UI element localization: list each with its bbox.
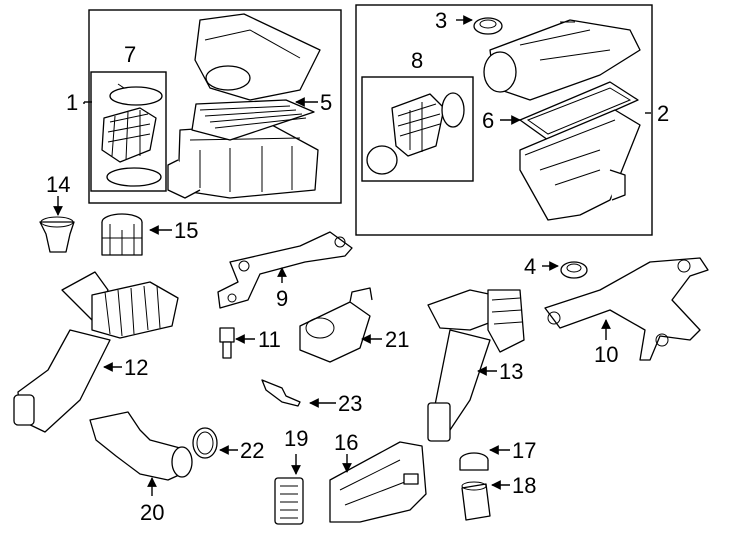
- resonator-21: [299, 287, 373, 363]
- group-box-8: [361, 76, 474, 182]
- air-cleaner-cover-upper: [483, 19, 641, 101]
- air-filter-element-5: [191, 99, 315, 141]
- callout-17: 17: [512, 438, 536, 463]
- callout-11: 11: [258, 327, 281, 352]
- leader-lines: [53, 15, 651, 496]
- callout-20: 20: [140, 500, 164, 525]
- callout-labels: 1 2 3 4 5 6 7 8 9 10 11 12 13 14 15 16 1…: [46, 8, 669, 525]
- callout-2: 2: [657, 101, 669, 126]
- grommet-4: [560, 261, 588, 279]
- seal-clamp-kit-7: [101, 83, 163, 187]
- sensor-23: [261, 379, 301, 407]
- callout-14: 14: [46, 172, 70, 197]
- clip-19: [274, 477, 304, 525]
- intake-duct-12: [13, 271, 179, 433]
- callout-9: 9: [276, 286, 288, 311]
- callout-12: 12: [124, 355, 148, 380]
- callout-16: 16: [334, 430, 358, 455]
- seal-22: [192, 427, 218, 459]
- duct-16: [329, 441, 427, 523]
- callout-15: 15: [174, 218, 198, 243]
- sensor-11: [219, 327, 235, 359]
- hose-20: [89, 411, 193, 481]
- callout-19: 19: [284, 426, 308, 451]
- duct-kit-8: [366, 92, 465, 175]
- callout-3: 3: [435, 8, 447, 33]
- callout-13: 13: [499, 359, 523, 384]
- callout-22: 22: [240, 438, 264, 463]
- callout-1: 1: [66, 90, 78, 115]
- bracket-15: [101, 213, 143, 256]
- air-cleaner-housing-upper-lower: [519, 109, 641, 221]
- callout-10: 10: [594, 342, 618, 367]
- group-box-1: [88, 9, 342, 204]
- bracket-10: [544, 257, 709, 361]
- gasket-6: [519, 81, 639, 141]
- group-box-2: [355, 4, 653, 236]
- callout-8: 8: [411, 48, 423, 73]
- callout-5: 5: [320, 90, 332, 115]
- grommet-14: [39, 216, 75, 253]
- callout-7: 7: [124, 42, 136, 67]
- callout-18: 18: [512, 473, 536, 498]
- callout-4: 4: [524, 254, 536, 279]
- seal-17: [459, 452, 489, 471]
- grommet-3: [473, 17, 503, 35]
- callout-21: 21: [385, 327, 409, 352]
- intake-duct-13: [427, 289, 525, 442]
- seal-18: [461, 481, 491, 521]
- callout-23: 23: [338, 391, 362, 416]
- callout-6: 6: [482, 108, 494, 133]
- group-box-7: [90, 71, 167, 192]
